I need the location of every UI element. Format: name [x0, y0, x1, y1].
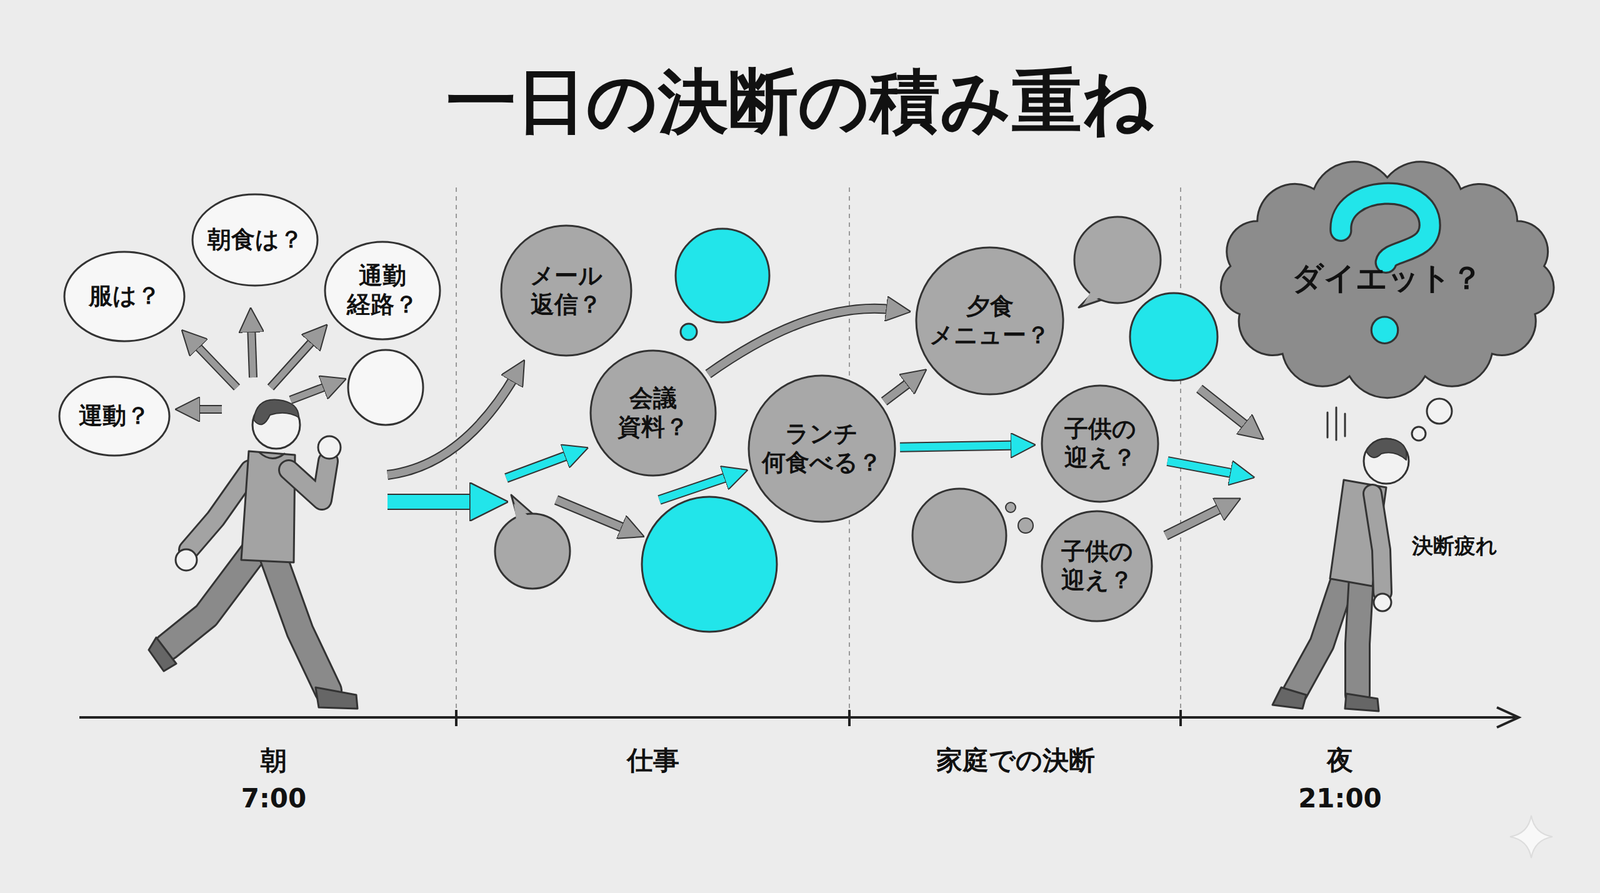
bubble-text: ダイエット？ — [1291, 259, 1483, 297]
bubble-outline — [501, 225, 632, 356]
thought-dot — [1426, 398, 1452, 424]
cyan-bubble — [1130, 293, 1218, 381]
decision-arrow — [192, 325, 1250, 536]
bubble-outline — [1041, 511, 1152, 622]
decision-bubble: 通勤 経路？ — [323, 240, 442, 341]
bubble-text: メール 返信？ — [530, 261, 603, 319]
connector-line — [900, 445, 1019, 447]
state-label: 決断疲れ — [1411, 531, 1498, 561]
title: 一日の決断の積み重ね — [446, 55, 1154, 150]
cyan-bubble — [641, 496, 777, 632]
thought-cloud: ダイエット？ — [1208, 156, 1567, 401]
connector-line — [884, 380, 914, 402]
bubble-text: 子供の 迎え？ — [1061, 537, 1134, 595]
bubble-text: 会議 資料？ — [617, 384, 689, 442]
tired-man — [1272, 407, 1409, 712]
connector-outline — [884, 380, 914, 402]
decision-bubble: 子供の 迎え？ — [1040, 510, 1154, 623]
timeline-label: 家庭での決断 — [936, 743, 1095, 779]
bubble-text: 子供の 迎え？ — [1064, 415, 1137, 472]
bubble-outline — [916, 247, 1064, 395]
decision-bubble: メール 返信？ — [500, 224, 633, 357]
thought-bubble — [912, 488, 1007, 583]
bubble-text: ランチ 何食べる？ — [761, 420, 882, 477]
decision-bubble: 夕食 メニュー？ — [915, 246, 1065, 396]
decision-bubble: 運動？ — [58, 375, 171, 457]
decision-bubble: 服は？ — [63, 250, 186, 343]
thought-dot — [1018, 518, 1034, 534]
bubble-outline — [59, 376, 170, 456]
separator — [456, 187, 1181, 710]
empty-bubble — [348, 350, 424, 425]
decision-bubble: ランチ 何食べる？ — [747, 374, 897, 524]
bubble-text: 朝食は？ — [207, 225, 304, 255]
decision-bubble: 子供の 迎え？ — [1040, 384, 1160, 504]
bubble-outline — [590, 350, 716, 476]
connector-outline — [900, 445, 1019, 447]
speech-bubble — [1074, 216, 1161, 308]
running-man — [148, 400, 358, 709]
speech-bubble — [495, 495, 570, 589]
timeline-label: 朝 — [260, 743, 287, 779]
connector-arrow — [884, 380, 914, 402]
bubble-outline — [325, 241, 440, 340]
connector-arrow — [708, 308, 894, 375]
connector-outline — [708, 308, 894, 375]
bubble-outline — [64, 251, 185, 342]
bubble-text: 夕食 メニュー？ — [929, 292, 1050, 350]
bubble-outline — [1041, 385, 1159, 502]
decision-bubble: 朝食は？ — [191, 193, 319, 287]
bubble-outline — [748, 375, 895, 522]
cyan-dot — [680, 323, 697, 340]
bubble-text: 服は？ — [88, 281, 161, 311]
decision-bubble: 会議 資料？ — [589, 349, 717, 477]
timeline-label: 21:00 — [1298, 783, 1382, 814]
cyan-bubble — [675, 228, 770, 323]
timeline-label: 7:00 — [241, 783, 307, 814]
thought-dot — [1005, 502, 1016, 513]
bubble-outline — [192, 194, 318, 286]
timeline-label: 夜 — [1326, 743, 1354, 779]
timeline-axis — [79, 707, 1519, 728]
watermark-sparkle — [1510, 815, 1553, 859]
timeline-label: 仕事 — [626, 743, 680, 779]
connector-line — [708, 308, 894, 375]
connector-arrow — [900, 445, 1019, 447]
bubble-text: 通勤 経路？ — [346, 261, 419, 319]
thought-dot — [1411, 426, 1426, 441]
cloud-outline — [1221, 161, 1555, 398]
bubble-text: 運動？ — [78, 401, 150, 431]
